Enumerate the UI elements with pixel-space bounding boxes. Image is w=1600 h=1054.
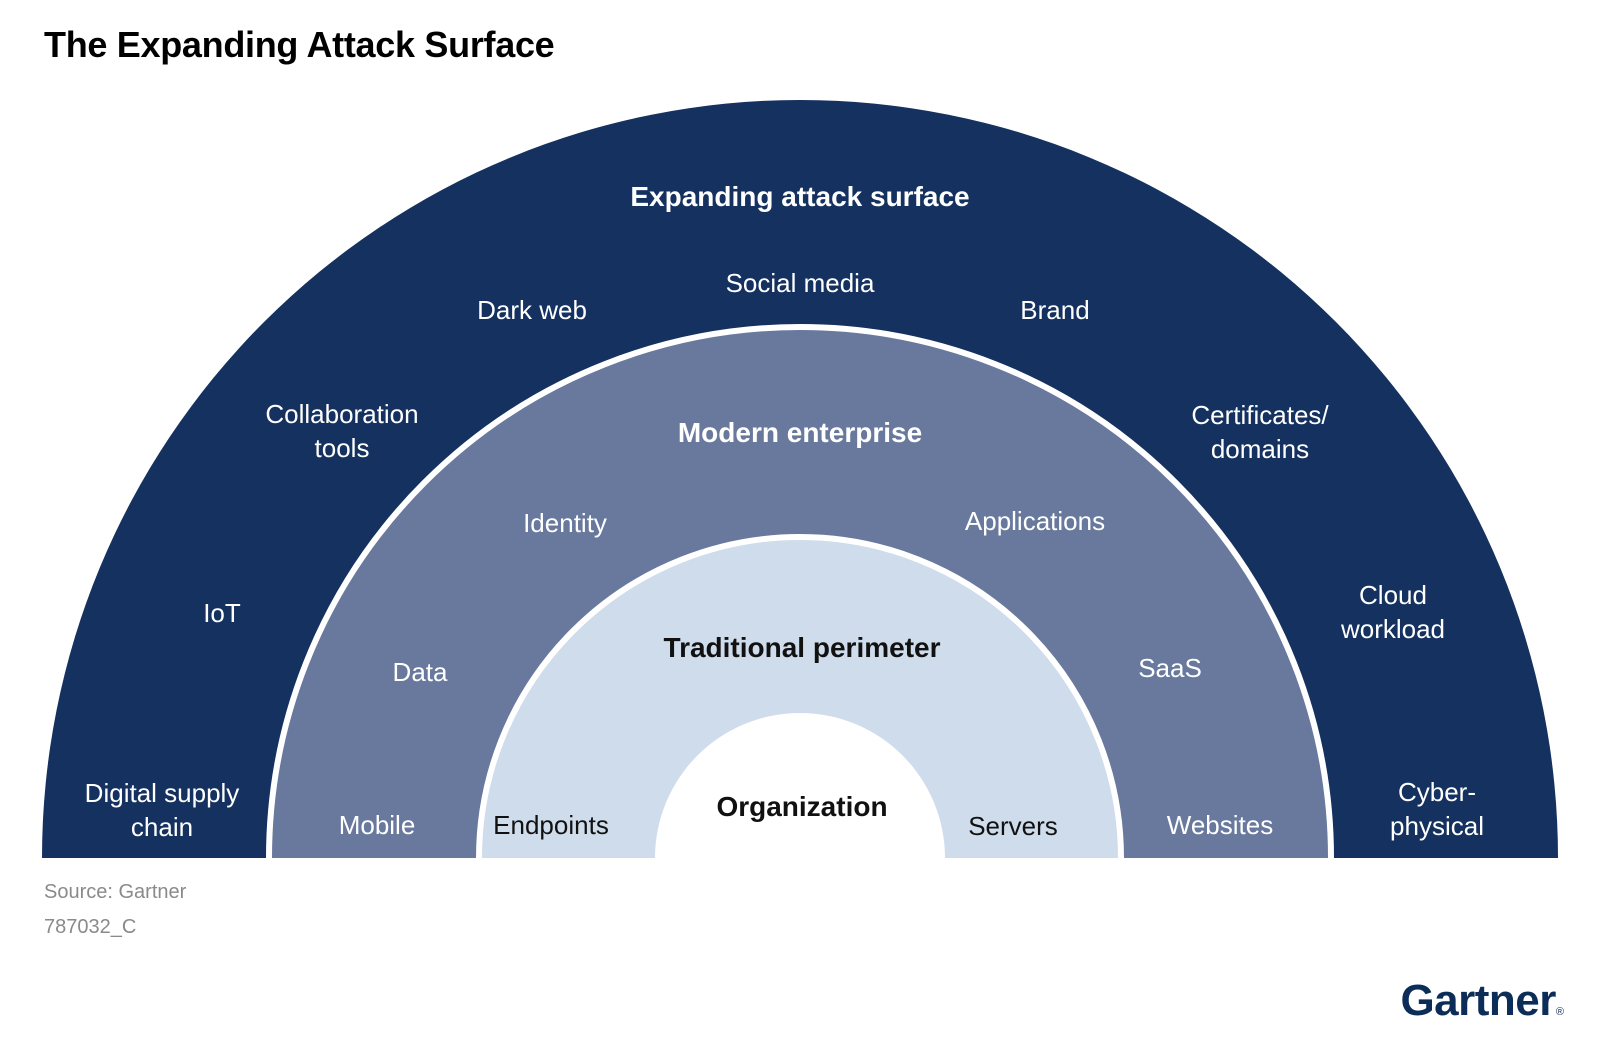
gartner-logo-text: Gartner [1400, 976, 1556, 1025]
label-saas: SaaS [1138, 653, 1202, 683]
label-websites: Websites [1166, 810, 1274, 840]
gartner-logo: Gartner® [1400, 976, 1564, 1026]
label-cyber-physical: Cyber- physical [1390, 777, 1484, 841]
registered-trademark-mark: ® [1555, 1006, 1564, 1018]
center-heading-organization: Organization [716, 791, 888, 822]
ring-heading-traditional-perimeter: Traditional perimeter [663, 632, 941, 663]
label-collaboration-tools: Collaboration tools [265, 399, 419, 463]
label-certificates-domains: Certificates/ domains [1191, 400, 1329, 464]
label-mobile: Mobile [338, 810, 416, 840]
label-data: Data [392, 657, 448, 687]
label-digital-supply-chain: Digital supply chain [84, 778, 240, 842]
label-dark-web: Dark web [477, 295, 587, 325]
label-cloud-workload: Cloud workload [1340, 580, 1446, 644]
label-endpoints: Endpoints [493, 810, 609, 840]
label-identity: Identity [523, 508, 607, 538]
source-text: Source: Gartner [44, 881, 187, 903]
document-id: 787032_C [44, 916, 137, 938]
label-brand: Brand [1020, 295, 1090, 325]
semicircle-diagram: Expanding attack surface Social media Da… [42, 100, 1558, 858]
ring-heading-modern-enterprise: Modern enterprise [677, 417, 923, 448]
label-social-media: Social media [725, 268, 875, 298]
label-applications: Applications [964, 506, 1106, 536]
label-servers: Servers [968, 811, 1058, 841]
label-iot: IoT [203, 598, 241, 628]
page-title: The Expanding Attack Surface [44, 24, 555, 65]
ring-heading-expanding-attack-surface: Expanding attack surface [630, 181, 970, 212]
